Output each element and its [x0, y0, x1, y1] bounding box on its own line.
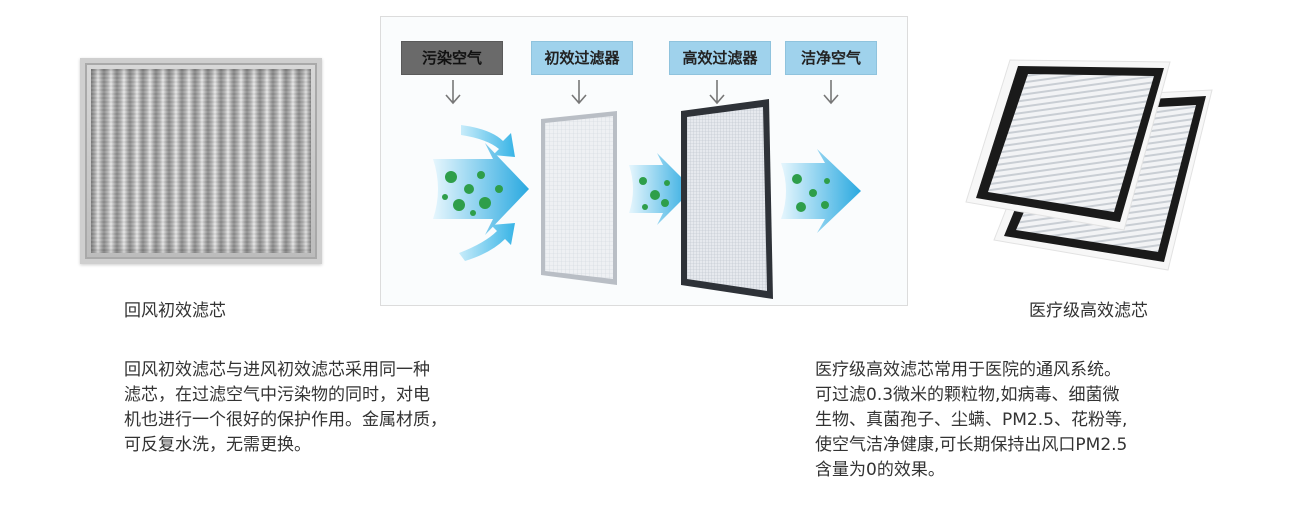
airflow-arrow-icon	[781, 149, 861, 233]
description-line: 回风初效滤芯与进风初效滤芯采用同一种	[124, 360, 430, 380]
label-primary-filter: 初效过滤器	[531, 41, 633, 75]
left-description: 回风初效滤芯与进风初效滤芯采用同一种 滤芯，在过滤空气中污染物的同时，对电 机也…	[124, 358, 544, 458]
particle-icon	[639, 177, 670, 210]
description-line: 机也进行一个很好的保护作用。金属材质，	[124, 410, 447, 430]
down-arrow-icon	[445, 80, 461, 105]
hepa-filter-front	[965, 59, 1171, 231]
down-arrow-icon	[709, 80, 725, 105]
airflow-arrow-icon	[433, 143, 529, 235]
description-line: 可反复水洗，无需更换。	[124, 435, 311, 455]
label-clean-air: 洁净空气	[785, 41, 877, 75]
airflow-arrow-icon	[459, 223, 515, 261]
primary-filter-panel	[541, 111, 617, 285]
right-description: 医疗级高效滤芯常用于医院的通风系统。 可过滤0.3微米的颗粒物,如病毒、细菌微 …	[815, 358, 1235, 483]
label-hepa-filter: 高效过滤器	[669, 41, 771, 75]
description-line: 可过滤0.3微米的颗粒物,如病毒、细菌微	[815, 385, 1120, 405]
description-line: 医疗级高效滤芯常用于医院的通风系统。	[815, 360, 1121, 380]
left-caption: 回风初效滤芯	[124, 301, 226, 321]
description-line: 含量为0的效果。	[815, 460, 945, 480]
airflow-arrow-icon	[461, 125, 515, 157]
filter-pleats	[91, 69, 311, 253]
medical-hepa-filter-image	[965, 59, 1213, 271]
return-air-primary-filter-image	[80, 58, 322, 264]
particle-icon	[442, 171, 503, 216]
particle-icon	[792, 174, 830, 212]
hepa-filter-panel	[681, 99, 773, 299]
filtration-diagram: 污染空气 初效过滤器 高效过滤器 洁净空气	[380, 16, 908, 306]
down-arrow-icon	[571, 80, 587, 105]
description-line: 使空气洁净健康,可长期保持出风口PM2.5	[815, 435, 1128, 455]
description-line: 生物、真菌孢子、尘螨、PM2.5、花粉等,	[815, 410, 1128, 430]
description-line: 滤芯，在过滤空气中污染物的同时，对电	[124, 385, 430, 405]
label-dirty-air: 污染空气	[401, 41, 503, 75]
down-arrow-icon	[823, 80, 839, 105]
right-caption: 医疗级高效滤芯	[1029, 301, 1148, 321]
